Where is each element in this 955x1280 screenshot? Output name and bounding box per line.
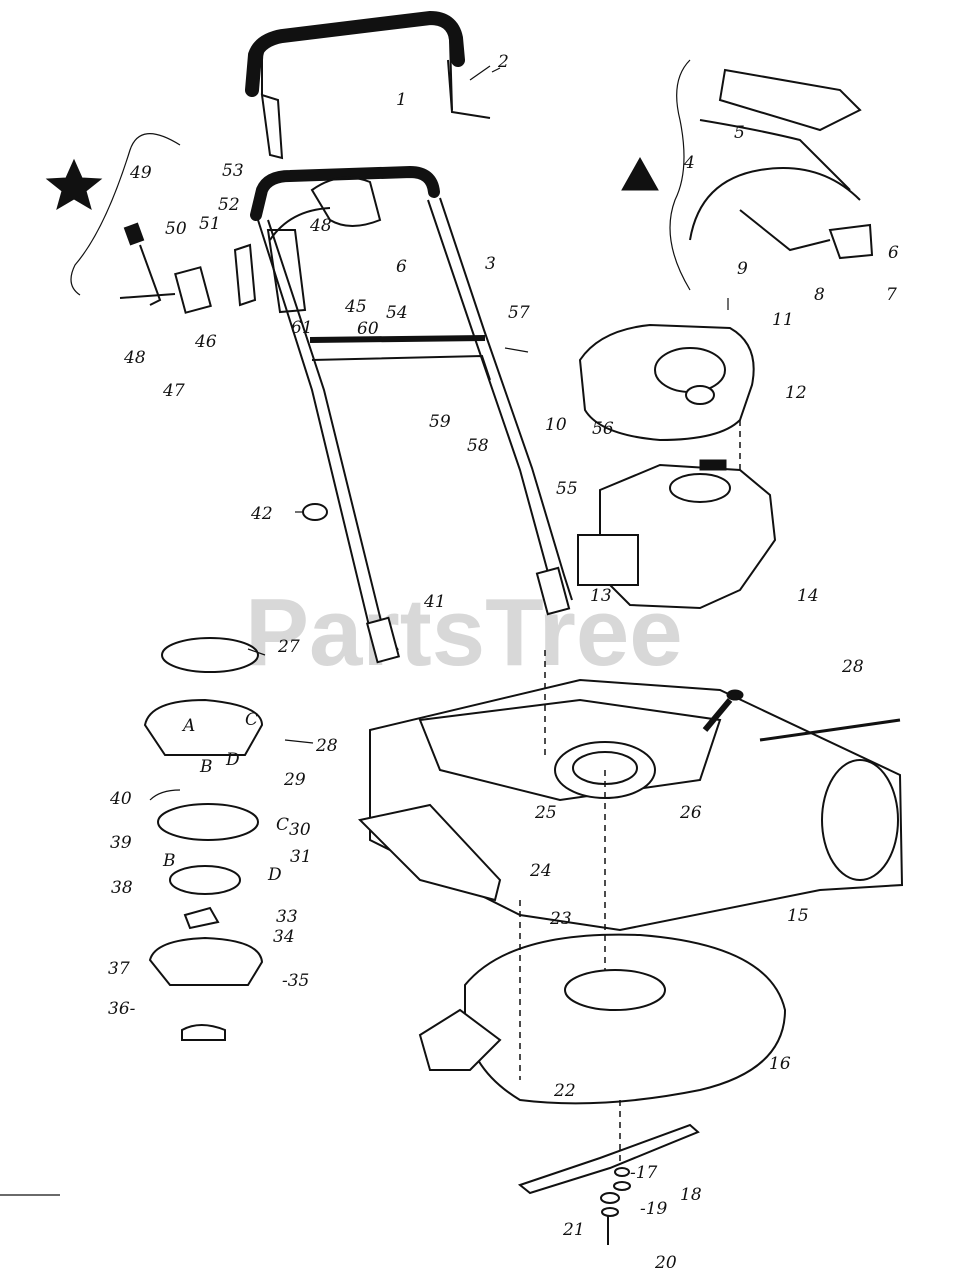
letter-C-lower: C [276,815,289,835]
label-45: 45 [344,297,367,317]
label-31: 31 [290,847,312,867]
label-1: 1 [396,90,407,110]
label-41: 41 [423,592,446,612]
label-21: 21 [562,1220,585,1240]
label-59: 59 [429,412,451,432]
label-11: 11 [772,310,794,330]
label-48-handle: 48 [309,216,332,236]
label-46: 46 [194,332,217,352]
engine [577,459,777,610]
label-39: 39 [110,833,132,853]
label-18: 18 [680,1185,702,1205]
blade-housing [418,933,787,1105]
label-54: 54 [386,303,408,323]
letter-B-upper: B [199,757,213,777]
label-56: 56 [592,419,614,439]
label-37: 37 [108,959,130,979]
label-47: 47 [162,381,185,401]
label-35: -35 [282,971,309,991]
label-19: -19 [640,1199,668,1219]
label-9: 9 [737,259,748,279]
label-6-bag: 6 [888,243,899,263]
label-40: 40 [109,789,132,809]
triangle-symbol [621,156,659,191]
label-23: 23 [549,909,572,929]
label-7: 7 [886,285,897,305]
label-4: 4 [683,153,695,173]
label-5: 5 [734,123,745,143]
label-13: 13 [590,586,612,606]
label-57: 57 [508,303,530,323]
label-38: 38 [111,878,133,898]
label-10: 10 [545,415,567,435]
label-2: 2 [497,52,509,72]
label-26: 26 [679,803,702,823]
letter-C-upper: C [245,710,258,730]
label-60: 60 [357,319,379,339]
label-16: 16 [769,1054,791,1074]
label-24: 24 [529,861,552,881]
throttle-assembly [70,133,257,314]
watermark: PartsTree [245,579,683,686]
star-symbol [45,158,103,211]
grass-bag-frame [669,59,874,291]
letter-A: A [181,716,195,736]
label-36: 36- [108,999,136,1019]
label-48-left: 48 [123,348,146,368]
handle-knob [302,503,328,521]
label-28-right: 28 [841,657,864,677]
label-17: -17 [630,1163,658,1183]
label-29: 29 [283,770,306,790]
part-labels: 1 2 3 4 5 6 6 7 8 9 10 11 12 13 14 15 16… [108,52,899,1273]
label-28-left: 28 [315,736,338,756]
label-33: 33 [276,907,298,927]
label-58: 58 [467,436,489,456]
label-12: 12 [785,383,807,403]
label-49: 49 [129,163,152,183]
engine-shroud [578,323,755,442]
label-22: 22 [553,1081,576,1101]
label-53: 53 [222,161,244,181]
label-20: 20 [654,1253,677,1273]
letter-D-lower: D [267,865,282,885]
lower-handle [257,197,573,664]
label-30: 30 [289,820,311,840]
label-61: 61 [291,318,313,338]
label-34: 34 [273,927,295,947]
label-51: 51 [199,214,221,234]
label-14: 14 [797,586,819,606]
label-55: 55 [556,479,578,499]
label-25: 25 [534,803,557,823]
label-6-handle: 6 [396,257,407,277]
mower-deck [357,678,904,932]
letter-D-upper: D [225,750,240,770]
label-52: 52 [218,195,240,215]
blade-assembly [517,1123,700,1245]
label-50: 50 [165,219,187,239]
letter-B-lower: B [162,851,176,871]
label-42: 42 [250,504,273,524]
label-27: 27 [277,637,300,657]
upper-handle [245,10,491,160]
label-3: 3 [485,254,496,274]
label-8: 8 [814,285,825,305]
cutting-parts-stack [143,637,264,1041]
middle-handle [250,165,440,314]
leader-lines [0,65,729,1196]
label-15: 15 [787,906,809,926]
